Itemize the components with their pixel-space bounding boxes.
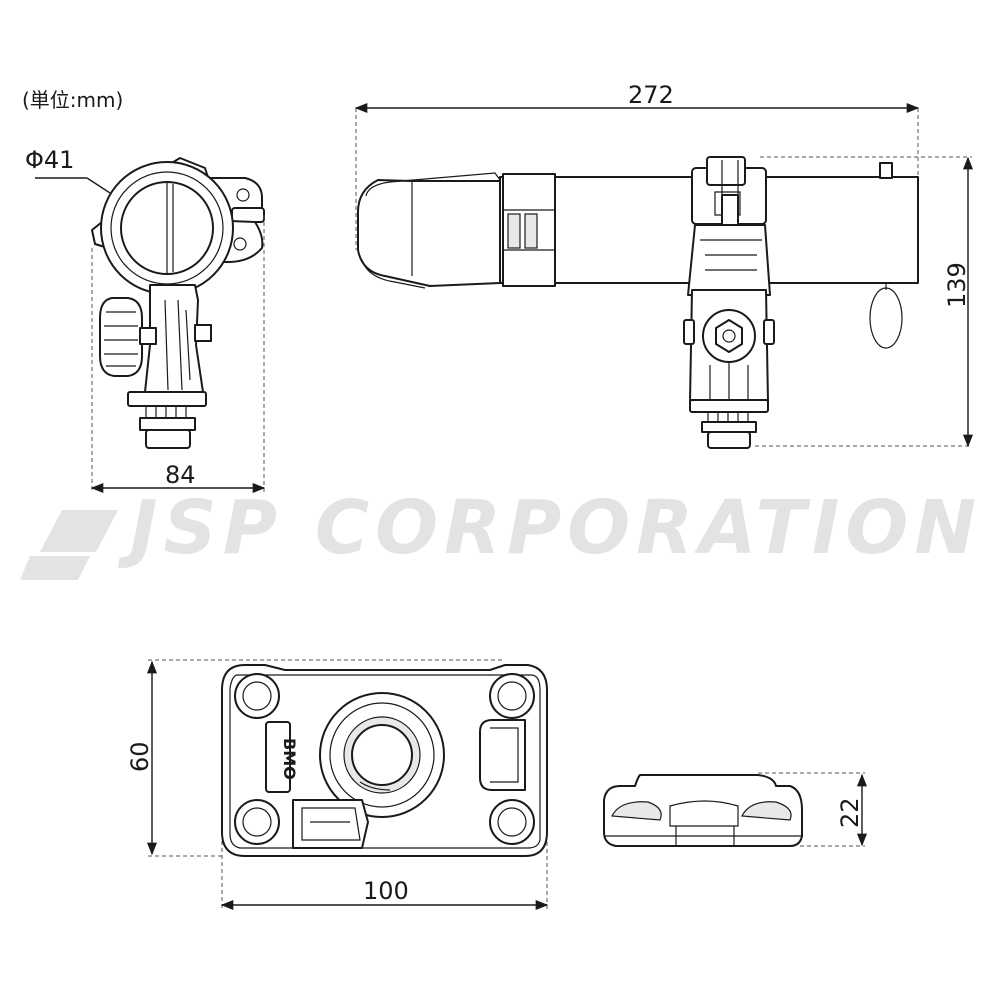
side-height-label: 139 <box>943 262 971 308</box>
unit-label: (単位:mm) <box>22 88 123 112</box>
watermark: JSP CORPORATION <box>20 485 982 580</box>
side-length-label: 272 <box>628 81 674 109</box>
base-side-view: 22 <box>603 772 868 847</box>
base-width-label: 100 <box>363 877 409 905</box>
base-logo: BMO <box>280 738 299 780</box>
side-view: 272 139 <box>354 81 974 449</box>
diameter-label: Φ41 <box>25 146 74 174</box>
watermark-text: JSP CORPORATION <box>117 485 982 571</box>
watermark-logo-icon <box>20 510 118 580</box>
front-view: Φ41 84 <box>25 146 266 494</box>
base-height-label: 60 <box>126 741 154 772</box>
front-width-label: 84 <box>165 461 196 489</box>
base-thickness-label: 22 <box>836 797 864 828</box>
base-top-view: 60 100 BMO <box>126 659 549 911</box>
